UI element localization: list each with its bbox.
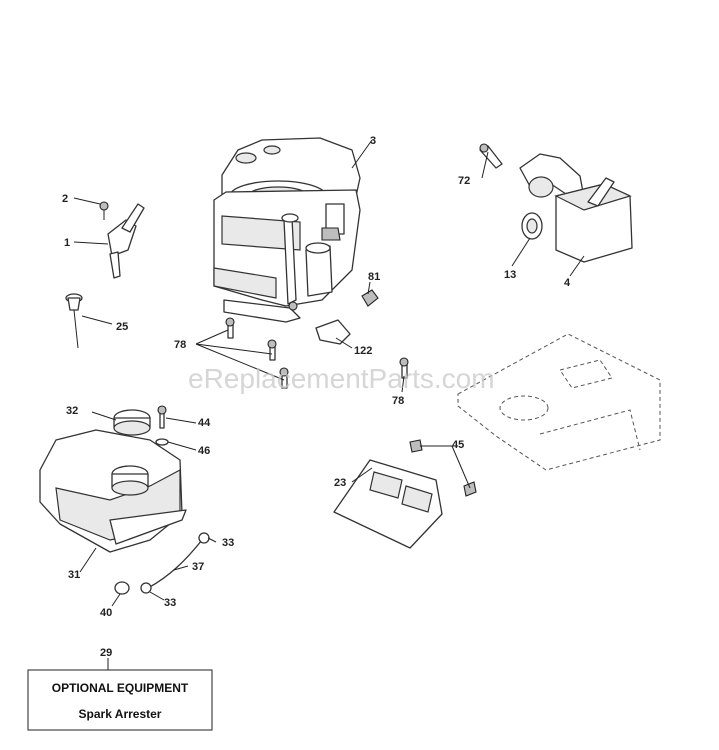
callout-4: 4 xyxy=(564,277,571,289)
callout-1: 1 xyxy=(64,237,70,249)
heat-shield xyxy=(333,439,477,549)
callout-72: 72 xyxy=(458,175,470,187)
callout-13: 13 xyxy=(504,269,516,281)
callout-33-lower: 33 xyxy=(164,597,176,609)
callout-46: 46 xyxy=(198,445,210,457)
throttle-control xyxy=(99,201,145,279)
callout-78-right: 78 xyxy=(392,395,404,407)
tank-mount-hardware xyxy=(155,405,169,446)
callout-78-left: 78 xyxy=(174,339,186,351)
callout-37: 37 xyxy=(192,561,204,573)
callout-44: 44 xyxy=(198,417,211,429)
optional-equipment-subtitle: Spark Arrester xyxy=(79,707,162,721)
callout-81: 81 xyxy=(368,271,380,283)
dipstick xyxy=(65,293,83,349)
fuel-line xyxy=(114,532,210,595)
callout-29: 29 xyxy=(100,647,112,659)
watermark-text: eReplacementParts.com xyxy=(188,363,495,394)
optional-equipment-title: OPTIONAL EQUIPMENT xyxy=(52,681,189,695)
callout-3: 3 xyxy=(370,135,376,147)
muffler-assembly xyxy=(479,143,633,263)
callout-2: 2 xyxy=(62,193,68,205)
fuel-tank xyxy=(39,429,187,553)
callout-33-upper: 33 xyxy=(222,537,234,549)
callout-45: 45 xyxy=(452,439,464,451)
chassis-frame xyxy=(457,333,661,471)
optional-equipment-box: OPTIONAL EQUIPMENT Spark Arrester xyxy=(27,669,213,731)
callout-122: 122 xyxy=(354,345,372,357)
callout-32: 32 xyxy=(66,405,78,417)
engine xyxy=(213,137,361,323)
callout-25: 25 xyxy=(116,321,128,333)
callout-40: 40 xyxy=(100,607,112,619)
callout-31: 31 xyxy=(68,569,80,581)
leader-lines xyxy=(73,139,585,670)
callout-23: 23 xyxy=(334,477,346,489)
fuel-cap xyxy=(113,409,151,436)
